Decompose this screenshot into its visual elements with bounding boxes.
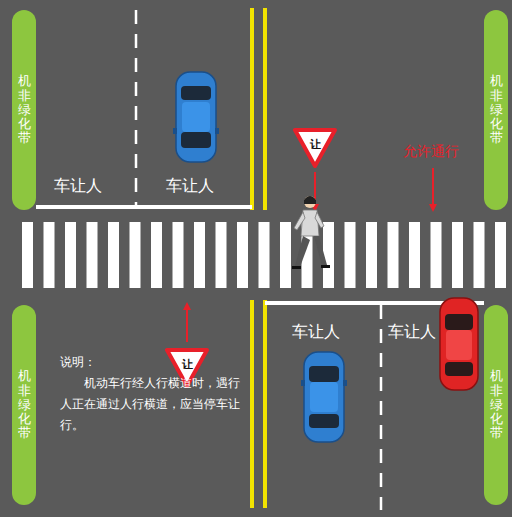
yield-sign: 让	[293, 128, 337, 168]
belt-label: 机非绿化带	[490, 369, 503, 440]
lane-divider	[380, 305, 383, 510]
belt-label: 机非绿化带	[18, 74, 31, 145]
pedestrian	[292, 196, 330, 269]
note-body: 机动车行经人行横道时，遇行人正在通过人行横道，应当停车让行。	[60, 373, 250, 436]
yield-text: 车让人	[166, 176, 214, 197]
note-heading: 说明：	[60, 352, 96, 373]
belt-label: 机非绿化带	[18, 369, 31, 440]
blue-car	[173, 72, 219, 162]
blue-car	[301, 352, 347, 442]
green-belt: 机非绿化带	[484, 305, 508, 505]
belt-label: 机非绿化带	[490, 74, 503, 145]
red-arrow	[432, 168, 434, 208]
green-belt: 机非绿化带	[12, 305, 36, 505]
yield-text: 车让人	[292, 322, 340, 343]
sign-label: 让	[293, 137, 337, 152]
lane-divider	[135, 10, 138, 205]
sign-label: 让	[165, 357, 209, 372]
yield-text: 车让人	[388, 322, 436, 343]
stop-line	[36, 205, 252, 209]
crosswalk	[22, 222, 506, 288]
green-belt: 机非绿化带	[484, 10, 508, 210]
red-arrow	[186, 306, 188, 342]
red-car	[440, 298, 478, 390]
green-belt: 机非绿化带	[12, 10, 36, 210]
yield-text: 车让人	[54, 176, 102, 197]
permit-text: 允许通行	[403, 143, 459, 161]
